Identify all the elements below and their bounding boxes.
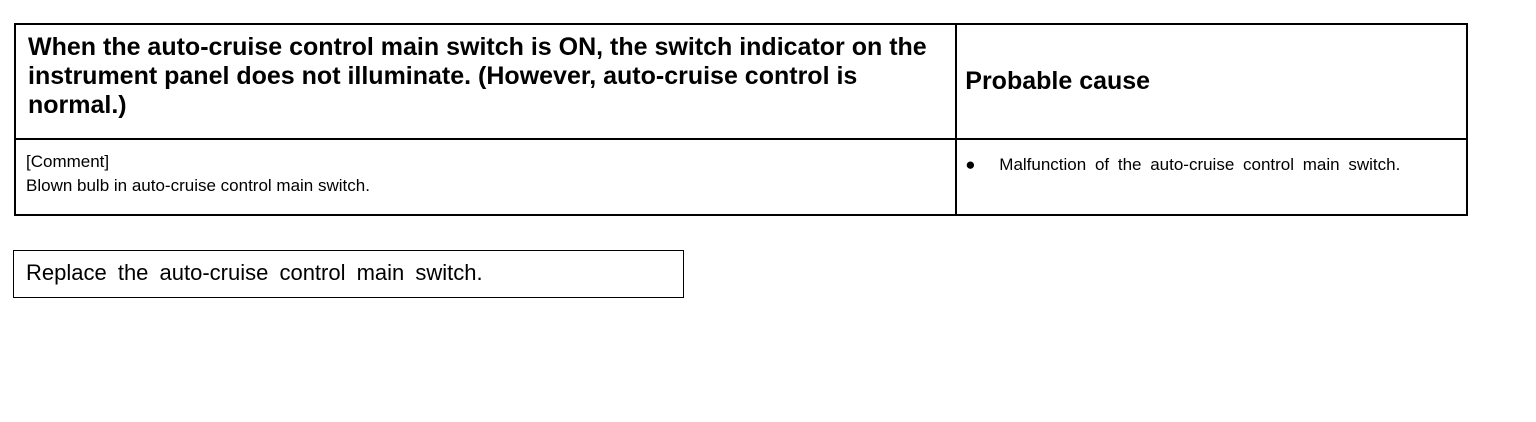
troubleshooting-table: When the auto-cruise control main switch…: [13, 23, 1468, 216]
comment-text: Blown bulb in auto-cruise control main s…: [26, 176, 370, 195]
comment-label: [Comment]: [26, 152, 110, 171]
bullet-icon: ●: [965, 155, 976, 174]
remedy-box: Replace the auto-cruise control main swi…: [13, 250, 684, 298]
probable-cause-header: Probable cause: [955, 23, 1468, 140]
table-header-row: When the auto-cruise control main switch…: [13, 23, 1468, 140]
comment-cell: [Comment] Blown bulb in auto-cruise cont…: [13, 138, 958, 216]
table-body-row: [Comment] Blown bulb in auto-cruise cont…: [13, 138, 1468, 216]
symptom-title: When the auto-cruise control main switch…: [13, 23, 958, 140]
list-item: ● Malfunction of the auto-cruise control…: [965, 152, 1454, 177]
cause-text: Malfunction of the auto-cruise control m…: [999, 155, 1401, 174]
probable-cause-list: ● Malfunction of the auto-cruise control…: [955, 138, 1468, 216]
